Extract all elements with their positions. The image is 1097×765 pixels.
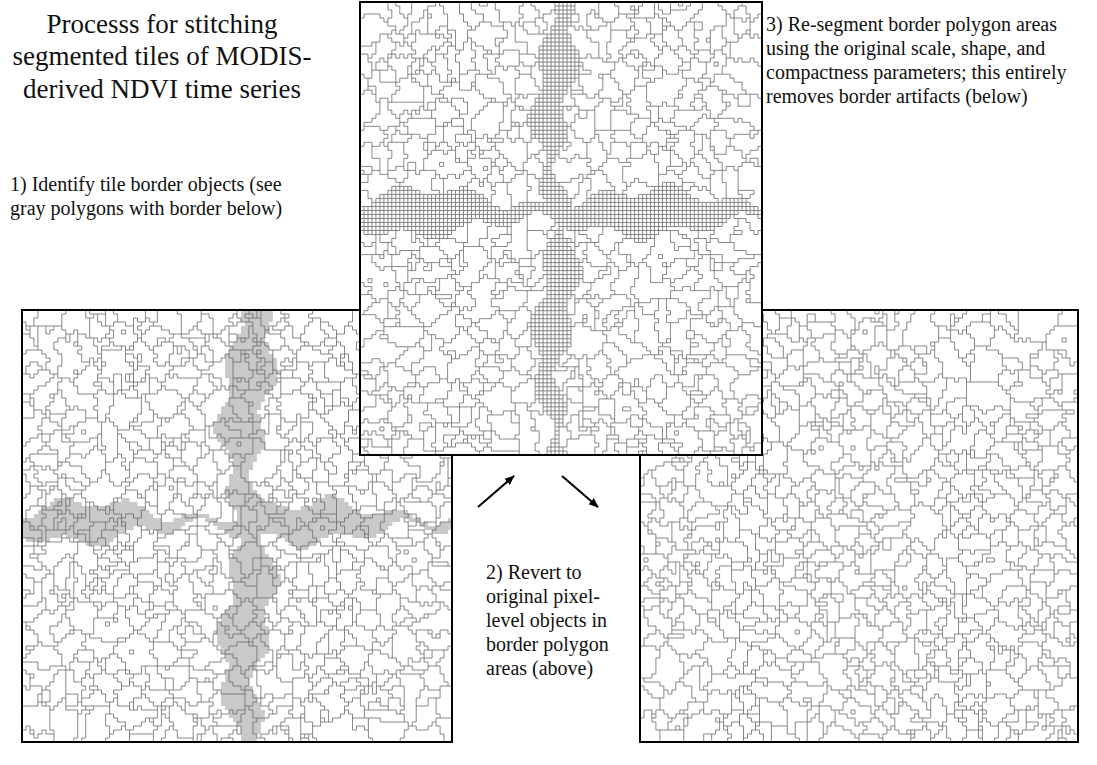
figure-title: Processs for stitching segmented tiles o… [12,8,312,105]
segmented-tile [360,2,762,455]
step-note: 3) Re-segment border polygon areas using… [766,12,1086,108]
step-note: 2) Revert to original pixel-level object… [486,560,636,680]
tile-frame [360,2,762,455]
step-arrow [478,476,514,507]
segmentation-panels [22,2,1078,742]
segment-boundaries [360,2,762,455]
step-note: 1) Identify tile border objects (see gra… [10,172,300,220]
step-arrow [562,476,598,507]
tile-ground [360,2,762,455]
